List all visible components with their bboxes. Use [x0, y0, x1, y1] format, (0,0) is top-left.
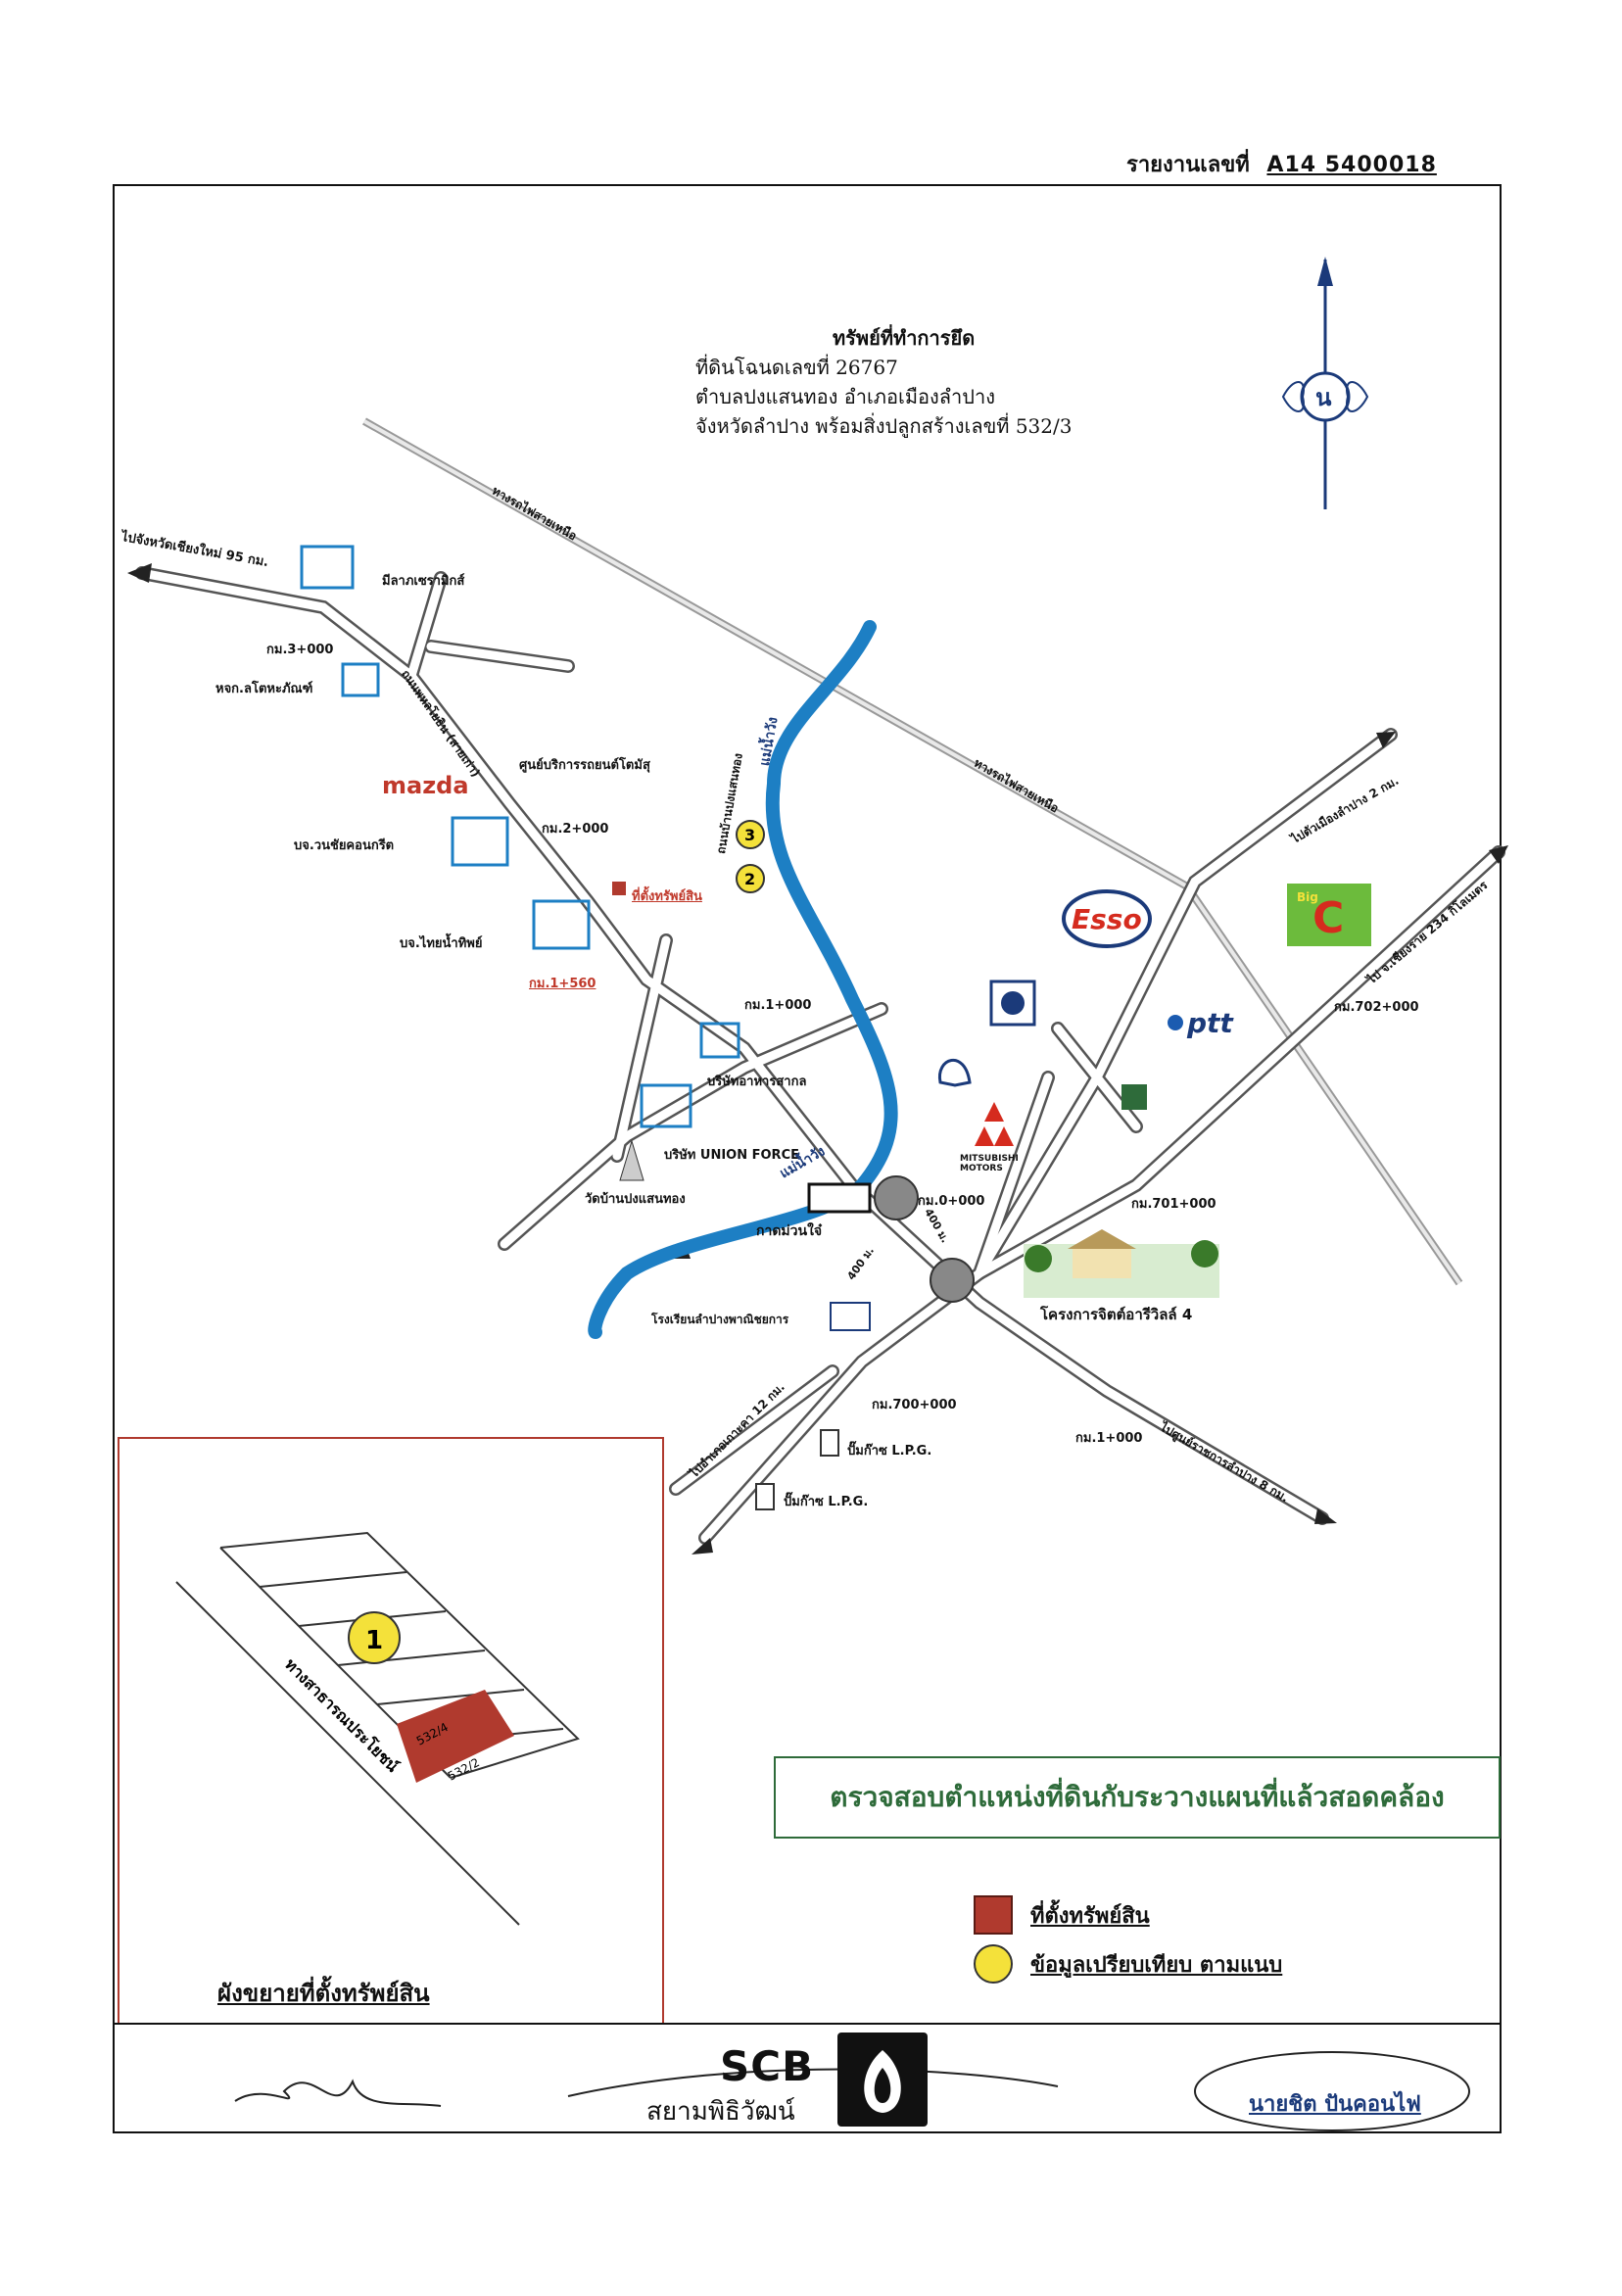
bigc-text: C: [1312, 893, 1344, 943]
label-union-force: บริษัท UNION FORCE: [664, 1148, 799, 1163]
label-km1560: กม.1+560: [529, 977, 596, 991]
c3-label: 3: [744, 826, 755, 844]
roads: [135, 566, 1505, 1545]
label-mila: มีลาภเซรามิกส์: [382, 574, 465, 589]
railway: [362, 417, 1463, 1286]
project-illustration: [1024, 1229, 1219, 1298]
inset-circle-label: 1: [365, 1626, 383, 1655]
signature-left: [234, 2079, 442, 2107]
title-line-4: จังหวัดลำปาง พร้อมสิ่งปลูกสร้างเลขที่ 53…: [695, 414, 1073, 438]
legend-asset: ที่ตั้งทรัพย์สิน: [974, 1895, 1150, 1935]
roundabout-2: [930, 1258, 975, 1303]
label-food-co: บริษัทอาหารสากล: [707, 1075, 807, 1089]
legend-comparison-swatch: [974, 1944, 1013, 1984]
north-arrow-icon: น: [1281, 257, 1369, 509]
report-number-value: A14 5400018: [1266, 153, 1437, 177]
verification-text: ตรวจสอบตำแหน่งที่ดินกับระวางแผนที่แล้วสอ…: [830, 1781, 1445, 1813]
label-mitsubishi: MITSUBISHI MOTORS: [960, 1154, 1019, 1173]
scb-thai-name: สยามพิธิวัฒน์: [646, 2097, 795, 2127]
label-school: โรงเรียนลำปางพาณิชยการ: [651, 1313, 789, 1326]
north-letter: น: [1315, 384, 1332, 411]
river: [588, 620, 898, 1339]
roads-inner: [137, 568, 1503, 1543]
fuel-icon: [1121, 1084, 1147, 1110]
label-lpg1: ปั๊มก๊าซ L.P.G.: [847, 1444, 932, 1459]
lpg-icon-1: [820, 1429, 839, 1457]
mazda-text: mazda: [382, 772, 469, 799]
report-number: รายงานเลขที่ A14 5400018: [1126, 147, 1437, 181]
inset-box: [118, 1437, 664, 2025]
roundabout-1: [874, 1175, 919, 1220]
legend-comparison: ข้อมูลเปรียบเทียบ ตามแนบ: [974, 1944, 1282, 1984]
bank-icon: [989, 980, 1036, 1027]
c2-label: 2: [744, 870, 755, 888]
label-project: โครงการจิตต์อารีวิลล์ 4: [1040, 1306, 1193, 1323]
legend-asset-label: ที่ตั้งทรัพย์สิน: [1030, 1903, 1150, 1929]
label-lotus: หจก.ลโตหะภัณฑ์: [215, 682, 313, 696]
ptt-text: ptt: [1186, 1007, 1234, 1039]
legend-asset-swatch: [974, 1895, 1013, 1935]
scb-map-icon: [937, 1059, 972, 1087]
label-km1b: กม.1+000: [1075, 1431, 1143, 1446]
scb-wordmark: SCB: [720, 2042, 815, 2090]
label-asset-location: ที่ตั้งทรัพย์สิน: [632, 889, 702, 904]
footer-divider: [113, 2023, 1502, 2025]
label-wat: วัดบ้านปงแสนทอง: [585, 1192, 686, 1207]
mitsubishi-logo: [975, 1102, 1014, 1146]
label-km702: กม.702+000: [1334, 1000, 1419, 1015]
lpg-icon-2: [755, 1483, 775, 1510]
esso-logo: Esso: [1062, 889, 1152, 948]
comparison-marker-2: 2: [736, 864, 765, 893]
appraiser-name: นายชิต ปันคอนไฟ: [1249, 2092, 1421, 2117]
label-km3: กม.3+000: [266, 643, 334, 657]
label-kad: กาดม่วนใจ๋: [756, 1223, 823, 1239]
label-wanchai: บจ.วนชัยคอนกรีต: [294, 838, 395, 853]
label-thainamthip: บจ.ไทยน้ำทิพย์: [400, 936, 483, 951]
bigc-logo: C Big: [1287, 884, 1371, 946]
comparison-marker-3: 3: [736, 820, 765, 849]
kad-icon: [807, 1182, 872, 1214]
scb-logo-icon: [837, 2033, 928, 2127]
label-km2: กม.2+000: [542, 822, 609, 837]
report-label: รายงานเลขที่: [1126, 153, 1250, 177]
title-line-2: ที่ดินโฉนดเลขที่ 26767: [695, 356, 898, 379]
inset-asset-plot: [397, 1690, 514, 1783]
wat-icon: [619, 1139, 644, 1181]
legend-comparison-label: ข้อมูลเปรียบเทียบ ตามแนบ: [1030, 1952, 1283, 1978]
title-line-3: ตำบลปงแสนทอง อำเภอเมืองลำปาง: [695, 385, 995, 408]
label-km1: กม.1+000: [744, 998, 812, 1013]
map-frame: [113, 184, 1502, 2133]
asset-marker: [612, 882, 626, 895]
verification-box: ตรวจสอบตำแหน่งที่ดินกับระวางแผนที่แล้วสอ…: [774, 1756, 1501, 1839]
title-line-1: ทรัพย์ที่ทำการยึด: [833, 326, 976, 350]
mazda-logo: mazda: [382, 772, 469, 799]
label-km701: กม.701+000: [1131, 1197, 1216, 1212]
label-km700: กม.700+000: [872, 1398, 957, 1412]
property-title: ทรัพย์ที่ทำการยึด ที่ดินโฉนดเลขที่ 26767…: [695, 323, 1224, 441]
label-lpg2: ปั๊มก๊าซ L.P.G.: [784, 1495, 869, 1509]
inset-title: ผังขยายที่ตั้งทรัพย์สิน: [217, 1980, 430, 2007]
esso-text: Esso: [1072, 903, 1142, 935]
label-km0: กม.0+000: [918, 1194, 985, 1209]
school-icon: [830, 1302, 871, 1331]
label-service-center: ศูนย์บริการรถยนต์โตมัสุ: [519, 758, 650, 773]
bigc-sub: Big: [1297, 890, 1318, 904]
ptt-logo: ptt: [1168, 1007, 1234, 1039]
houses: [300, 545, 740, 1128]
